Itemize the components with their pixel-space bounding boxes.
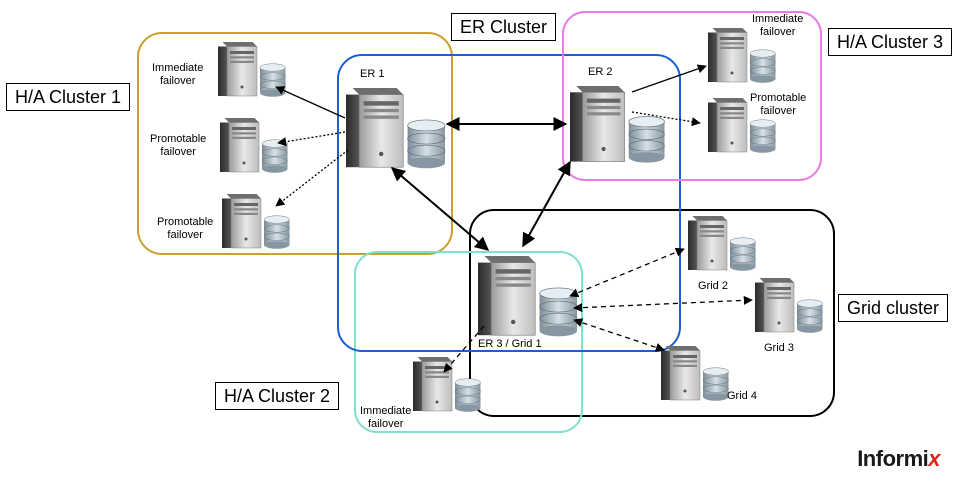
brand-accent: x xyxy=(928,446,940,471)
server-er2 xyxy=(569,85,666,164)
ha-cluster-1-boundary xyxy=(137,32,453,255)
er1-label: ER 1 xyxy=(360,68,385,80)
ha-cluster-2-label: H/A Cluster 2 xyxy=(215,382,340,410)
server-ha1-promotable-1 xyxy=(219,117,288,174)
server-er1 xyxy=(345,87,446,169)
grid2-label: Grid 2 xyxy=(698,280,728,292)
ha1-immediate-label: Immediate failover xyxy=(152,62,204,87)
ha1-promotable-1-label: Promotable failover xyxy=(150,133,207,158)
link-er3-grid3 xyxy=(573,295,753,313)
server-er3-grid1 xyxy=(477,255,578,337)
link-er3-ha2 xyxy=(443,325,485,373)
er-cluster-boundary xyxy=(337,54,681,352)
er-cluster-label: ER Cluster xyxy=(451,13,557,41)
server-grid2 xyxy=(687,215,756,272)
link-er2-ha3-immediate xyxy=(631,64,707,93)
ha-cluster-1-label: H/A Cluster 1 xyxy=(6,83,131,111)
er3-grid1-label: ER 3 / Grid 1 xyxy=(478,338,542,350)
ha3-immediate-label: Immediate failover xyxy=(752,13,804,38)
ha-cluster-3-boundary xyxy=(562,11,822,181)
link-er2-ha3-promotable xyxy=(631,111,701,127)
server-ha1-promotable-2 xyxy=(221,193,290,250)
grid3-label: Grid 3 xyxy=(764,342,794,354)
link-er3-grid4 xyxy=(573,318,665,352)
grid-cluster-label: Grid cluster xyxy=(838,294,949,322)
link-er1-ha1-promotable-1 xyxy=(277,131,346,147)
server-ha1-immediate xyxy=(217,41,286,98)
ha3-promotable-label: Promotable failover xyxy=(750,92,807,117)
grid-cluster-boundary xyxy=(469,209,835,417)
link-er1-ha1-promotable-2 xyxy=(275,149,349,207)
ha1-promotable-2-label: Promotable failover xyxy=(157,216,214,241)
link-er3-grid2 xyxy=(569,247,685,298)
server-grid4 xyxy=(660,345,729,402)
informix-logo: Informix xyxy=(857,446,940,472)
link-er2-er3 xyxy=(522,160,571,248)
grid4-label: Grid 4 xyxy=(727,390,757,402)
brand-main: Informi xyxy=(857,446,929,471)
ha-cluster-3-label: H/A Cluster 3 xyxy=(828,28,953,56)
ha2-immediate-label: Immediate failover xyxy=(360,405,412,430)
er2-label: ER 2 xyxy=(588,66,613,78)
server-grid3 xyxy=(754,277,823,334)
link-er1-er3 xyxy=(390,167,490,251)
link-er1-ha1-immediate xyxy=(275,86,346,119)
